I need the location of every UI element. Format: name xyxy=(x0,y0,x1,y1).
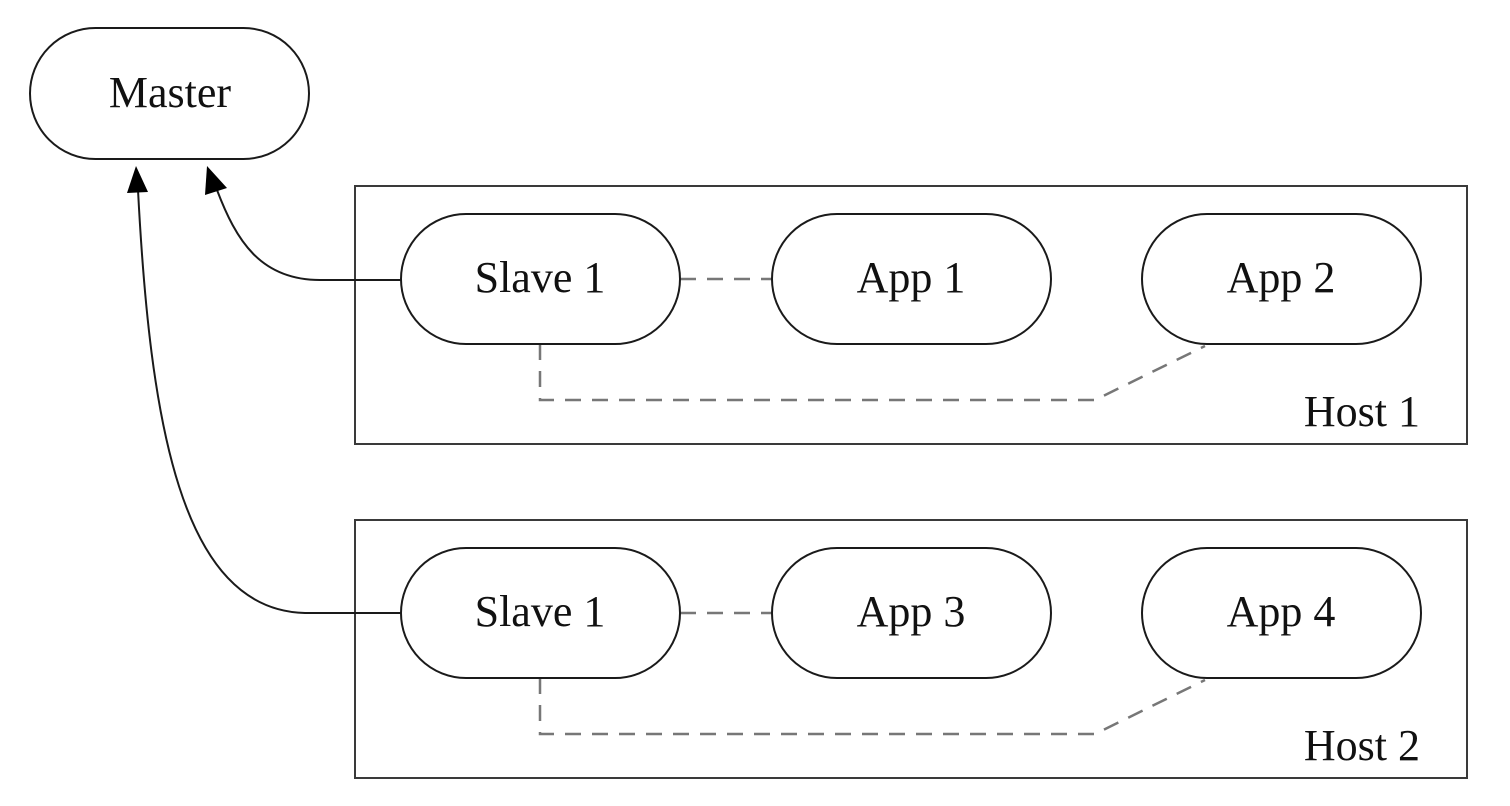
app-1-node: App 1 xyxy=(771,213,1052,345)
host-1-box xyxy=(354,185,1468,445)
app-2-shape xyxy=(1141,213,1422,345)
host-2-box xyxy=(354,519,1468,779)
app-1-label: App 1 xyxy=(857,253,966,302)
host-2-slave-label: Slave 1 xyxy=(475,587,606,636)
edge-host1-slave-to-master xyxy=(216,189,402,281)
app-2-label: App 2 xyxy=(1227,253,1336,302)
host-2-label: Host 2 xyxy=(1304,721,1420,770)
app-2-node: App 2 xyxy=(1141,213,1422,345)
host-2-group: Host 2 xyxy=(354,519,1468,779)
app-4-shape xyxy=(1141,547,1422,679)
app-3-node: App 3 xyxy=(771,547,1052,679)
host-1-group: Host 1 xyxy=(354,185,1468,445)
host-1-slave-shape xyxy=(400,213,681,345)
arrowhead-host1-to-master xyxy=(205,166,227,195)
host-2-slave-node: Slave 1 xyxy=(400,547,681,679)
host-1-label: Host 1 xyxy=(1304,387,1420,436)
app-3-shape xyxy=(771,547,1052,679)
app-1-shape xyxy=(771,213,1052,345)
master-node: Master xyxy=(29,27,310,160)
master-node-label: Master xyxy=(109,68,232,117)
host-1-slave-label: Slave 1 xyxy=(475,253,606,302)
host-2-slave-shape xyxy=(400,547,681,679)
app-4-label: App 4 xyxy=(1227,587,1336,636)
host-1-slave-node: Slave 1 xyxy=(400,213,681,345)
edge-host2-slave-to-master xyxy=(137,189,402,614)
master-node-shape xyxy=(29,27,310,160)
arrowhead-host2-to-master xyxy=(127,166,148,193)
app-3-label: App 3 xyxy=(857,587,966,636)
link-slave1-app4-host2 xyxy=(538,678,1206,736)
app-4-node: App 4 xyxy=(1141,547,1422,679)
link-slave1-app2-host1 xyxy=(538,344,1206,402)
